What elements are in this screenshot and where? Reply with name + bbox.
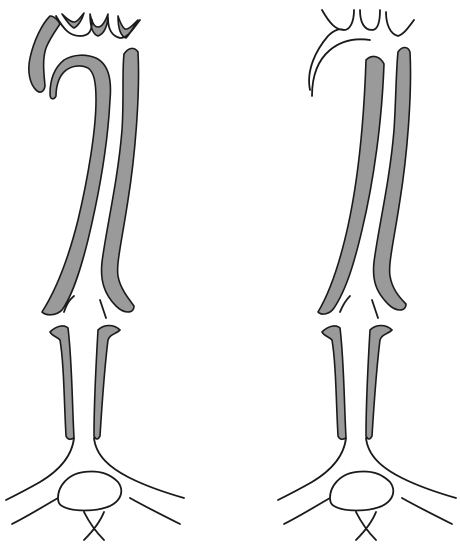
left-abdominal-false-lumen-left: [50, 326, 74, 439]
right-branch-vessels: [322, 10, 414, 36]
right-iliac-bifurcation: [278, 438, 456, 540]
left-iliac-bifurcation: [6, 438, 184, 540]
left-aorta-panel: [6, 13, 184, 540]
left-branch-vessel-2: [90, 14, 108, 36]
left-arch-false-lumen: [42, 55, 110, 315]
left-aortic-wall-inner-right: [100, 300, 106, 318]
right-aortic-arch-outline: [309, 29, 370, 96]
right-abdominal-false-lumen-right: [366, 326, 392, 440]
left-abdominal-false-lumen-right: [94, 326, 120, 440]
left-branch-vessel-1: [62, 13, 84, 28]
right-aortic-wall-lines: [340, 296, 378, 318]
right-aorta-panel: [278, 10, 456, 540]
right-abdominal-false-lumen-left: [322, 326, 346, 439]
